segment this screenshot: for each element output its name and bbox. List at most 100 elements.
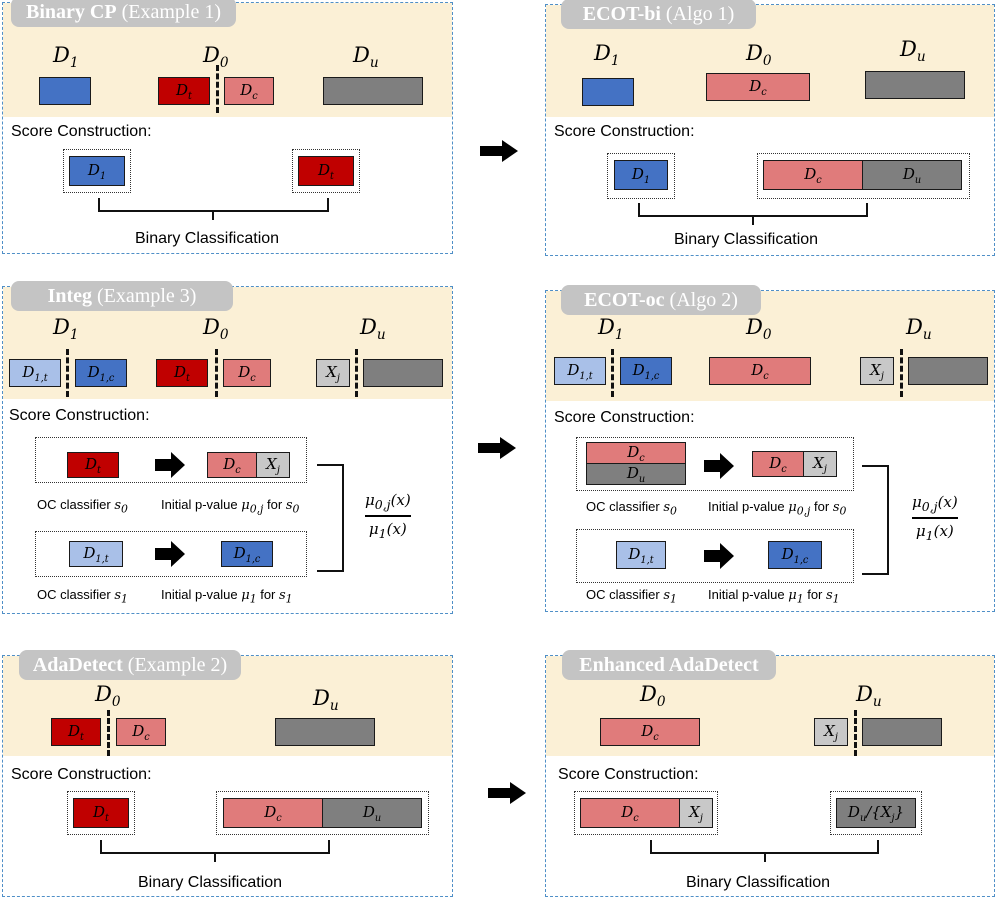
group-s0 <box>576 437 854 491</box>
ratio-formula: μ0,j(x)μ1(x) <box>912 493 958 543</box>
box-du-score: Du <box>322 798 422 828</box>
panel-badge: ECOT-bi (Algo 1) <box>561 0 756 29</box>
group-dc-du <box>216 791 429 835</box>
score-construction-label: Score Construction: <box>9 407 150 424</box>
split-divider <box>66 349 69 397</box>
ratio-formula: μ0,j(x)μ1(x) <box>365 491 411 541</box>
box-du <box>323 77 423 105</box>
score-construction-label: Score Construction: <box>554 409 695 426</box>
score-construction-label: Score Construction: <box>554 123 695 140</box>
connector-vertical <box>342 464 344 572</box>
box-dt-score: Dt <box>67 452 119 478</box>
box-dt-score: Dt <box>73 798 129 828</box>
bracket-left <box>638 203 640 217</box>
score-construction-label: Score Construction: <box>11 123 152 140</box>
split-divider <box>216 65 219 113</box>
bracket-right <box>866 203 868 217</box>
label-d1: D1 <box>598 315 624 344</box>
box-du <box>862 718 942 746</box>
right-arrow-icon <box>704 543 734 569</box>
binary-classification-label: Binary Classification <box>138 874 283 891</box>
label-du: Du <box>313 686 339 715</box>
box-d1 <box>582 78 634 106</box>
box-du <box>865 71 965 99</box>
oc-classifier-s1-label: OC classifier s1 <box>37 587 128 606</box>
box-dc: Dc <box>600 718 700 746</box>
group-d1 <box>607 153 675 199</box>
box-dt: Dt <box>51 718 101 746</box>
panel-badge: Binary CP (Example 1) <box>11 0 236 27</box>
box-dc: Dc <box>224 77 274 105</box>
initial-pvalue-s0-label: Initial p-value μ0,j for s0 <box>161 497 300 516</box>
panel-badge: Integ (Example 3) <box>11 281 233 311</box>
initial-pvalue-s1-label: Initial p-value μ1 for s1 <box>161 587 293 606</box>
box-d1c: D1,c <box>620 357 672 385</box>
binary-classification-label: Binary Classification <box>674 231 819 248</box>
box-dt: Dt <box>156 359 208 387</box>
bracket-stem <box>764 852 766 862</box>
label-du: Du <box>900 37 926 66</box>
box-xj-score: Xj <box>256 452 290 478</box>
label-du: Du <box>353 43 379 72</box>
split-divider <box>107 710 110 756</box>
bracket-right <box>327 198 329 212</box>
connector-bottom <box>862 573 888 575</box>
panel-enhanced-adadetect: Enhanced AdaDetect D0 Du Dc Xj Score Con… <box>545 650 995 897</box>
split-divider <box>611 349 614 397</box>
box-dt-score: Dt <box>298 156 354 186</box>
box-du <box>275 718 375 746</box>
panel-adadetect: AdaDetect (Example 2) D0 Du Dt Dc Score … <box>2 650 453 897</box>
panel-badge: ECOT-oc (Algo 2) <box>561 285 761 315</box>
panel-binary-cp: Binary CP (Example 1) D1 D0 Du Dt Dc Sco… <box>2 0 453 254</box>
right-arrow-icon <box>480 140 518 162</box>
score-construction-label: Score Construction: <box>11 766 152 783</box>
group-dt <box>67 791 135 835</box>
group-d1 <box>63 149 131 193</box>
panel-integ: Integ (Example 3) D1 D0 Du D1,t D1,c Dt … <box>2 281 453 614</box>
group-s1 <box>35 531 307 577</box>
bracket-left <box>650 840 652 854</box>
panel-badge: AdaDetect (Example 2) <box>19 650 241 680</box>
box-dt: Dt <box>158 77 210 105</box>
oc-classifier-s0-label: OC classifier s0 <box>37 497 128 516</box>
box-d1 <box>39 77 91 105</box>
box-d1t-score: D1,t <box>616 541 666 569</box>
label-d0: D0 <box>746 315 772 344</box>
bracket-stem <box>212 210 214 220</box>
connector-vertical <box>887 465 889 575</box>
connector-bottom <box>317 570 343 572</box>
right-arrow-icon <box>488 782 526 804</box>
box-d1t-score: D1,t <box>69 541 123 567</box>
bracket-right <box>328 840 330 854</box>
group-dc-du <box>757 153 970 199</box>
box-dc-stack: Dc <box>586 442 686 464</box>
group-s1 <box>576 529 854 583</box>
group-s0 <box>35 437 307 483</box>
label-d0: D0 <box>203 43 229 72</box>
label-du: Du <box>856 682 882 711</box>
box-d1t: D1,t <box>9 359 61 387</box>
initial-pvalue-s0-label: Initial p-value μ0,j for s0 <box>708 499 847 518</box>
box-dc: Dc <box>709 357 811 385</box>
oc-classifier-s1-label: OC classifier s1 <box>586 587 677 606</box>
split-divider <box>854 710 857 756</box>
box-dc-score: Dc <box>580 798 680 828</box>
panel-ecot-oc: ECOT-oc (Algo 2) D1 D0 Du D1,t D1,c Dc X… <box>545 285 995 612</box>
label-d1: D1 <box>594 41 620 70</box>
binary-classification-label: Binary Classification <box>686 874 831 891</box>
box-xj: Xj <box>814 718 848 746</box>
group-dc-xj <box>574 791 718 835</box>
box-d1c-score: D1,c <box>221 541 273 567</box>
box-d1t: D1,t <box>554 357 606 385</box>
right-arrow-icon <box>155 541 185 567</box>
split-divider <box>355 349 358 397</box>
label-d0: D0 <box>746 41 772 70</box>
group-du-minus-xj <box>830 791 922 835</box>
box-d1c: D1,c <box>75 359 127 387</box>
label-du: Du <box>906 315 932 344</box>
bracket-right <box>877 840 879 854</box>
label-d1: D1 <box>53 43 79 72</box>
label-d1: D1 <box>53 315 79 344</box>
box-dc: Dc <box>116 718 166 746</box>
oc-classifier-s0-label: OC classifier s0 <box>586 499 677 518</box>
